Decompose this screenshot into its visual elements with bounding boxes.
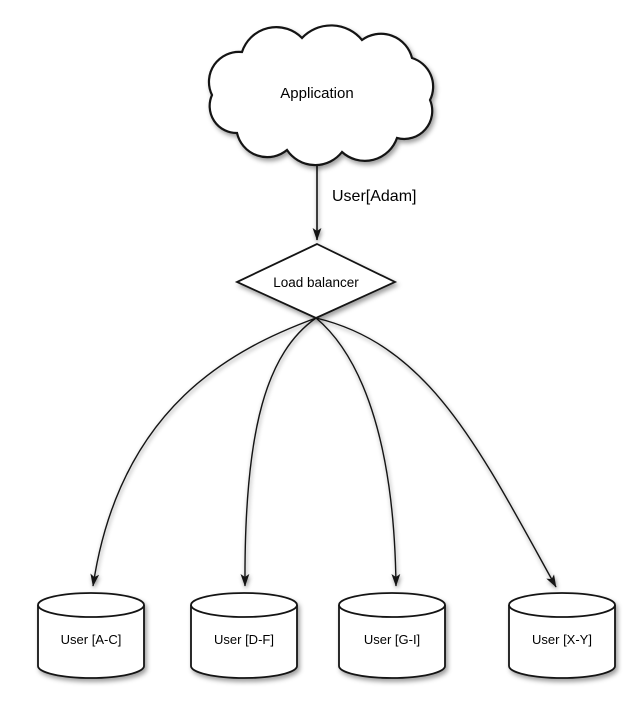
- edge-load-balancer-to-shard-x-y: [315, 317, 557, 588]
- application-node: Application: [207, 24, 435, 167]
- shard-edges-group: [90, 317, 557, 588]
- application-label: Application: [280, 85, 353, 102]
- database-cylinder-top: [190, 592, 298, 618]
- shard-label-d-f: User [D-F]: [214, 632, 274, 647]
- shard-label-x-y: User [X-Y]: [532, 632, 592, 647]
- database-cylinder-top: [508, 592, 616, 618]
- shard-node-user-d-f: User [D-F]: [190, 592, 298, 679]
- database-cylinder-body: [190, 605, 298, 679]
- database-cylinder-body: [508, 605, 616, 679]
- shard-node-user-x-y: User [X-Y]: [508, 592, 616, 679]
- shard-node-user-g-i: User [G-I]: [338, 592, 446, 679]
- edge-load-balancer-to-shard-g-i: [315, 317, 401, 587]
- edge-load-balancer-to-shard-a-c: [90, 317, 317, 587]
- load-balancer-diamond-shape: [234, 243, 398, 319]
- shard-label-a-c: User [A-C]: [61, 632, 122, 647]
- shard-node-user-a-c: User [A-C]: [37, 592, 145, 679]
- shard-label-g-i: User [G-I]: [364, 632, 420, 647]
- database-cylinder-top: [37, 592, 145, 618]
- database-cylinder-top: [338, 592, 446, 618]
- edge-load-balancer-to-shard-d-f: [240, 317, 317, 587]
- request-label: User[Adam]: [332, 188, 416, 205]
- load-balancer-label: Load balancer: [273, 275, 359, 290]
- application-cloud-shape: [207, 24, 435, 167]
- database-cylinder-body: [37, 605, 145, 679]
- load-balancer-node: Load balancer: [234, 243, 398, 319]
- database-cylinder-body: [338, 605, 446, 679]
